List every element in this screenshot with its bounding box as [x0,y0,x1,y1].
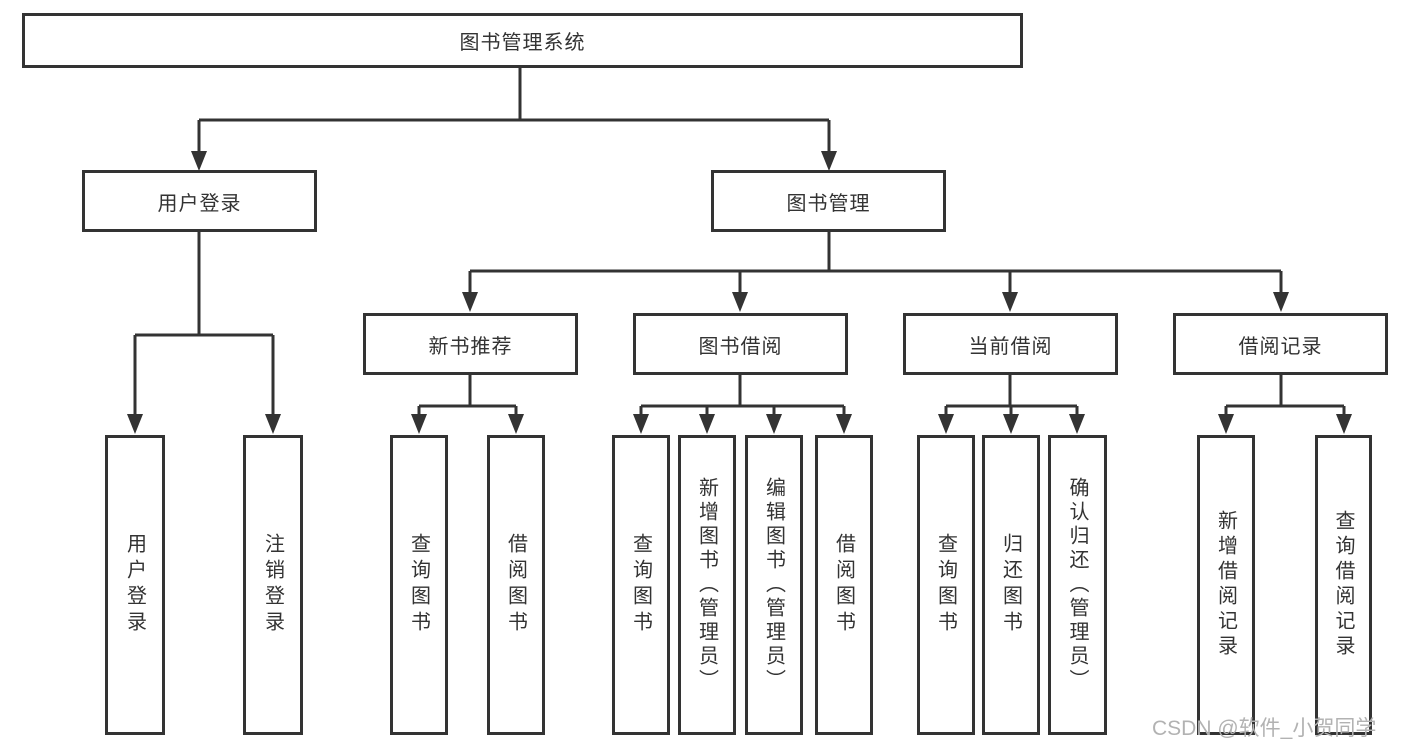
connector-borrow-to-leaves [633,375,852,434]
leaf-logout: 注销登录 [243,435,303,735]
connector-recommend-to-leaves [411,375,524,434]
node-book-management: 图书管理 [711,170,946,232]
leaf-query-books-recommend: 查询图书 [390,435,448,735]
connector-current-to-leaves [938,375,1085,434]
node-book-borrow: 图书借阅 [633,313,848,375]
node-user-login: 用户登录 [82,170,317,232]
leaf-query-books-current: 查询图书 [917,435,975,735]
leaf-edit-book-admin: 编辑图书（管理员） [745,435,803,735]
node-current-borrow: 当前借阅 [903,313,1118,375]
leaf-query-books-borrow: 查询图书 [612,435,670,735]
connector-book-management-to-level3 [462,232,1289,312]
leaf-borrow-books-recommend: 借阅图书 [487,435,545,735]
leaf-borrow-books: 借阅图书 [815,435,873,735]
node-borrow-records: 借阅记录 [1173,313,1388,375]
leaf-add-borrow-record: 新增借阅记录 [1197,435,1255,735]
leaf-query-borrow-record: 查询借阅记录 [1315,435,1372,735]
connector-records-to-leaves [1218,375,1352,434]
leaf-add-book-admin: 新增图书（管理员） [678,435,736,735]
leaf-return-book: 归还图书 [982,435,1040,735]
connector-root-to-level2 [191,67,837,171]
leaf-confirm-return-admin: 确认归还（管理员） [1048,435,1107,735]
node-root-library-system: 图书管理系统 [22,13,1023,68]
leaf-user-login: 用户登录 [105,435,165,735]
node-new-book-recommend: 新书推荐 [363,313,578,375]
connector-user-login-to-leaves [127,232,281,434]
